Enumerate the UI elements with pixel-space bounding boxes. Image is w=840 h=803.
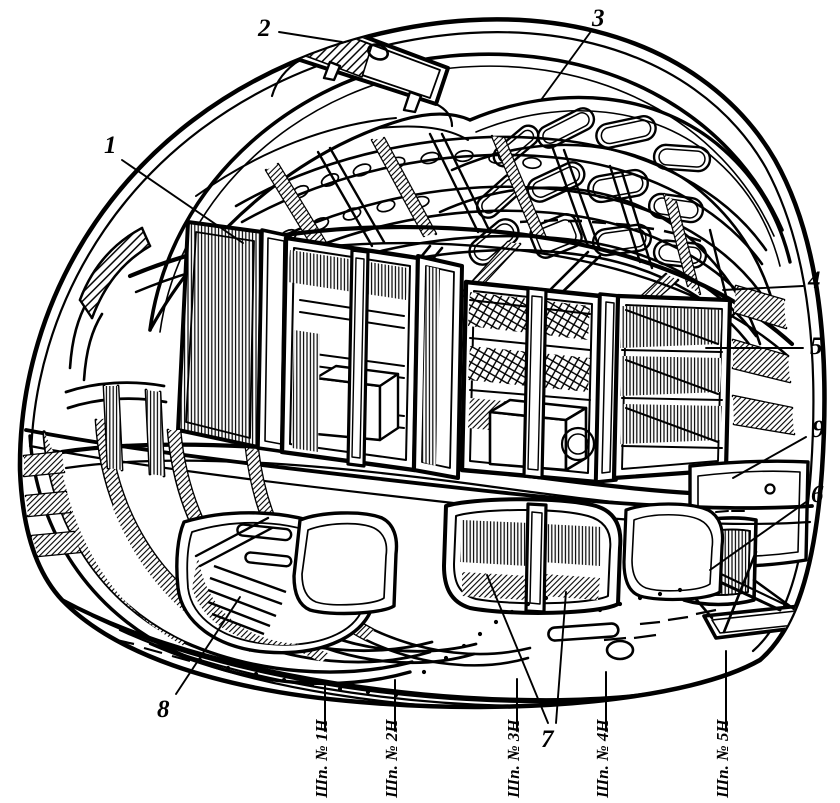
callout-label-2: 2 <box>258 15 271 42</box>
station-tick-lines <box>324 650 727 732</box>
frame-station-label-3n: Шп. № 3Н <box>504 719 523 798</box>
callout-label-5: 5 <box>810 333 823 360</box>
callout-label-7: 7 <box>541 726 554 753</box>
callout-label-4: 4 <box>808 267 821 294</box>
callout-label-1: 1 <box>104 132 117 159</box>
callout-label-9: 9 <box>812 416 825 443</box>
leader-lines <box>121 29 807 724</box>
frame-station-label-5n: Шп. № 5Н <box>713 719 732 798</box>
callout-label-8: 8 <box>157 696 170 723</box>
frame-station-label-1n: Шп. № 1Н <box>312 719 331 798</box>
frame-station-label-4n: Шп. № 4Н <box>593 719 612 798</box>
callout-label-3: 3 <box>592 5 605 32</box>
callout-label-6: 6 <box>811 481 824 508</box>
frame-station-label-2n: Шп. № 2Н <box>382 719 401 798</box>
